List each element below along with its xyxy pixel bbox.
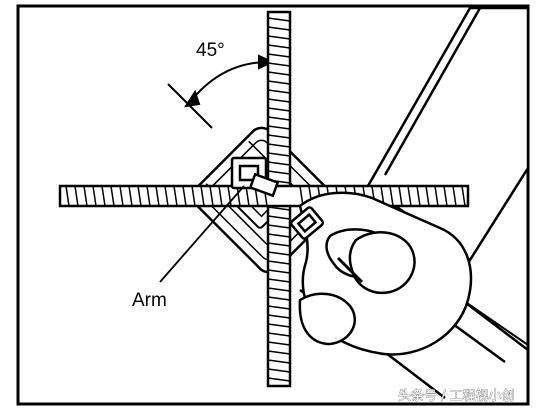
rebar-rib [267,62,291,67]
rebar-rib [267,242,291,247]
rebar-rib [267,278,291,283]
arc-arrow-head-right [258,54,275,70]
rebar-rib [267,377,291,382]
rebar-rib [267,269,291,274]
rebar-rib [101,185,106,207]
rebar-rib [146,185,151,207]
rebar-rib [155,185,160,207]
rebar-rib [267,107,291,112]
rebar-rib [191,185,196,207]
rebar-rib [236,185,241,207]
rebar-rib [389,185,394,207]
rebar-rib [245,185,250,207]
rebar-rib [267,233,291,238]
rebar-rib [267,287,291,292]
rebar-rib [407,185,412,207]
rebar-rib [92,185,97,207]
hand-knuckle [298,292,356,346]
rebar-rib [434,185,439,207]
rebar-rib [267,80,291,85]
rebar-rib [164,185,169,207]
rebar-rib [173,185,178,207]
rebar-rib [200,185,205,207]
rebar-rib [267,296,291,301]
hand-finger [348,231,416,295]
rebar-rib [137,185,142,207]
rebar-rib [425,185,430,207]
rebar-rib [128,185,133,207]
rebar-rib [267,17,291,22]
rebar-rib [267,314,291,319]
rebar-rib [267,143,291,148]
rebar-rib [267,224,291,229]
rebar-rib [267,116,291,121]
rebar-rib [267,152,291,157]
trigger-pin [336,256,364,284]
rebar-rib [267,305,291,310]
rebar-rib [398,185,403,207]
arm-leader-line [159,185,245,283]
rebar-rib [267,359,291,364]
rebar-rib [267,44,291,49]
rebar-rib [110,185,115,207]
rebar-rib [267,215,291,220]
rebar-rib [267,260,291,265]
rebar-rib [267,35,291,40]
rebar-rib [452,185,457,207]
hand-icon [289,191,473,356]
rebar-rib [218,185,223,207]
watermark-text: 头条号 / 工程视小创 [398,388,515,404]
rebar-rib [267,251,291,256]
rebar-rib [267,206,291,211]
rebar-rib [267,323,291,328]
rebar-rib [119,185,124,207]
rebar-rib [209,185,214,207]
rebar-rib [267,98,291,103]
trigger-inner [296,212,318,234]
angle-label: 45° [196,40,225,61]
tool-nose [230,156,280,198]
rebar-rib [461,185,466,207]
rebar-rib [267,350,291,355]
rebar-rib [267,170,291,175]
rebar-rib [267,89,291,94]
rebar-rib [267,53,291,58]
rebar-rib [267,368,291,373]
rebar-rib [416,185,421,207]
rebar-rib [267,125,291,130]
rebar-rib [443,185,448,207]
arc-arrow-head-left [183,89,201,108]
rebar-rib [182,185,187,207]
rebar-rib [74,185,79,207]
rebar-rib [267,134,291,139]
rebar-rib [267,26,291,31]
rebar-rib [267,332,291,337]
arm-label: Arm [132,290,167,311]
angle-indicator [167,54,275,129]
rebar-rib [267,71,291,76]
rebar-rib [65,185,70,207]
rebar-rib [83,185,88,207]
rebar-rib [267,341,291,346]
rebar-rib [267,161,291,166]
